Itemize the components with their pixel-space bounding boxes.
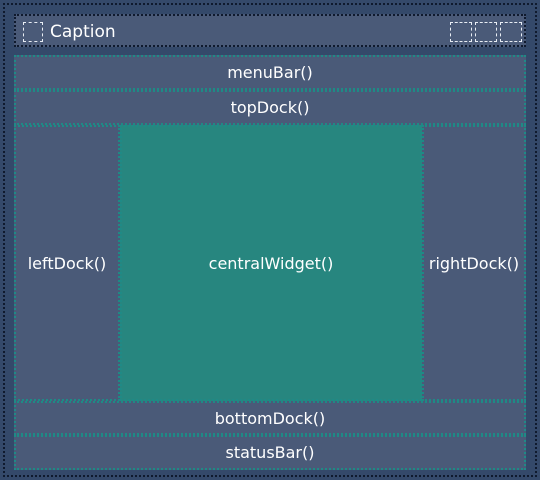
- minimize-button[interactable]: [450, 22, 472, 42]
- right-dock-region: rightDock(): [422, 125, 526, 401]
- title-bar[interactable]: Caption: [14, 14, 526, 47]
- left-dock-region: leftDock(): [14, 125, 120, 401]
- menu-bar-region: menuBar(): [14, 55, 526, 90]
- central-widget-region: centralWidget(): [120, 125, 422, 401]
- window-icon[interactable]: [23, 22, 43, 42]
- window-border: [3, 3, 537, 477]
- window-caption: Caption: [50, 22, 116, 42]
- bottom-dock-region: bottomDock(): [14, 401, 526, 435]
- top-dock-region: topDock(): [14, 90, 526, 125]
- close-button[interactable]: [500, 22, 522, 42]
- status-bar-region: statusBar(): [14, 435, 526, 470]
- maximize-button[interactable]: [475, 22, 497, 42]
